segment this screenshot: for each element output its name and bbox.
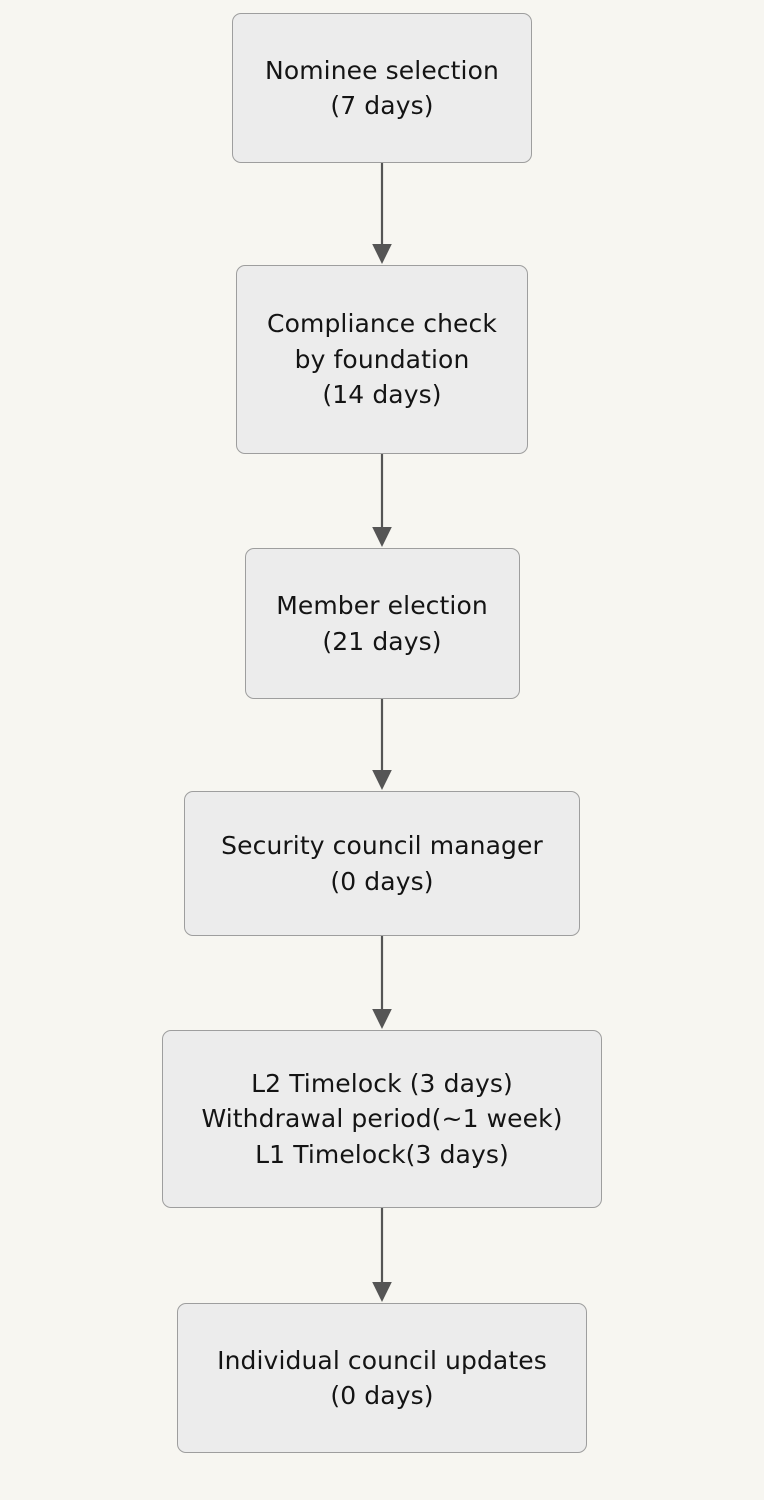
flow-node-line: Security council manager: [221, 831, 543, 860]
arrow-down-icon: [372, 454, 392, 547]
arrow-down-icon: [372, 1208, 392, 1302]
flow-node-member-election[interactable]: Member election (21 days): [244, 548, 520, 699]
flow-edge-manager-to-timelock: [369, 936, 395, 1030]
arrow-down-icon: [372, 936, 392, 1029]
flow-node-compliance-check[interactable]: Compliance check by foundation (14 days): [236, 265, 528, 454]
flow-node-line: (0 days): [330, 1381, 434, 1410]
flow-edge-nominee-to-compliance: [369, 163, 395, 265]
flow-node-line: L1 Timelock(3 days): [255, 1139, 509, 1169]
flow-node-line: Compliance check: [267, 309, 497, 339]
arrow-down-icon: [372, 163, 392, 264]
flow-node-line: Member election: [276, 591, 488, 620]
flow-node-line: (21 days): [322, 626, 442, 656]
flow-node-individual-council-updates[interactable]: Individual council updates (0 days): [177, 1303, 587, 1453]
flow-edge-election-to-manager: [369, 699, 395, 791]
flow-edge-timelock-to-updates: [369, 1208, 395, 1303]
flow-edge-compliance-to-election: [369, 454, 395, 548]
flow-node-line: (0 days): [330, 866, 434, 896]
flow-node-line: Individual council updates: [217, 1345, 547, 1375]
flow-node-line: (7 days): [330, 91, 434, 120]
flow-node-line: by foundation: [294, 344, 470, 374]
flow-node-nominee-selection[interactable]: Nominee selection (7 days): [232, 13, 532, 163]
flow-node-line: L2 Timelock (3 days): [251, 1068, 513, 1098]
flow-node-line: Withdrawal period(~1 week): [201, 1104, 563, 1134]
flow-node-timelock-withdrawal[interactable]: L2 Timelock (3 days) Withdrawal period(~…: [162, 1030, 602, 1208]
flow-node-line: (14 days): [322, 380, 442, 410]
arrow-down-icon: [372, 699, 392, 790]
flow-node-security-council-manager[interactable]: Security council manager (0 days): [184, 791, 580, 936]
flow-node-line: Nominee selection: [265, 55, 499, 85]
